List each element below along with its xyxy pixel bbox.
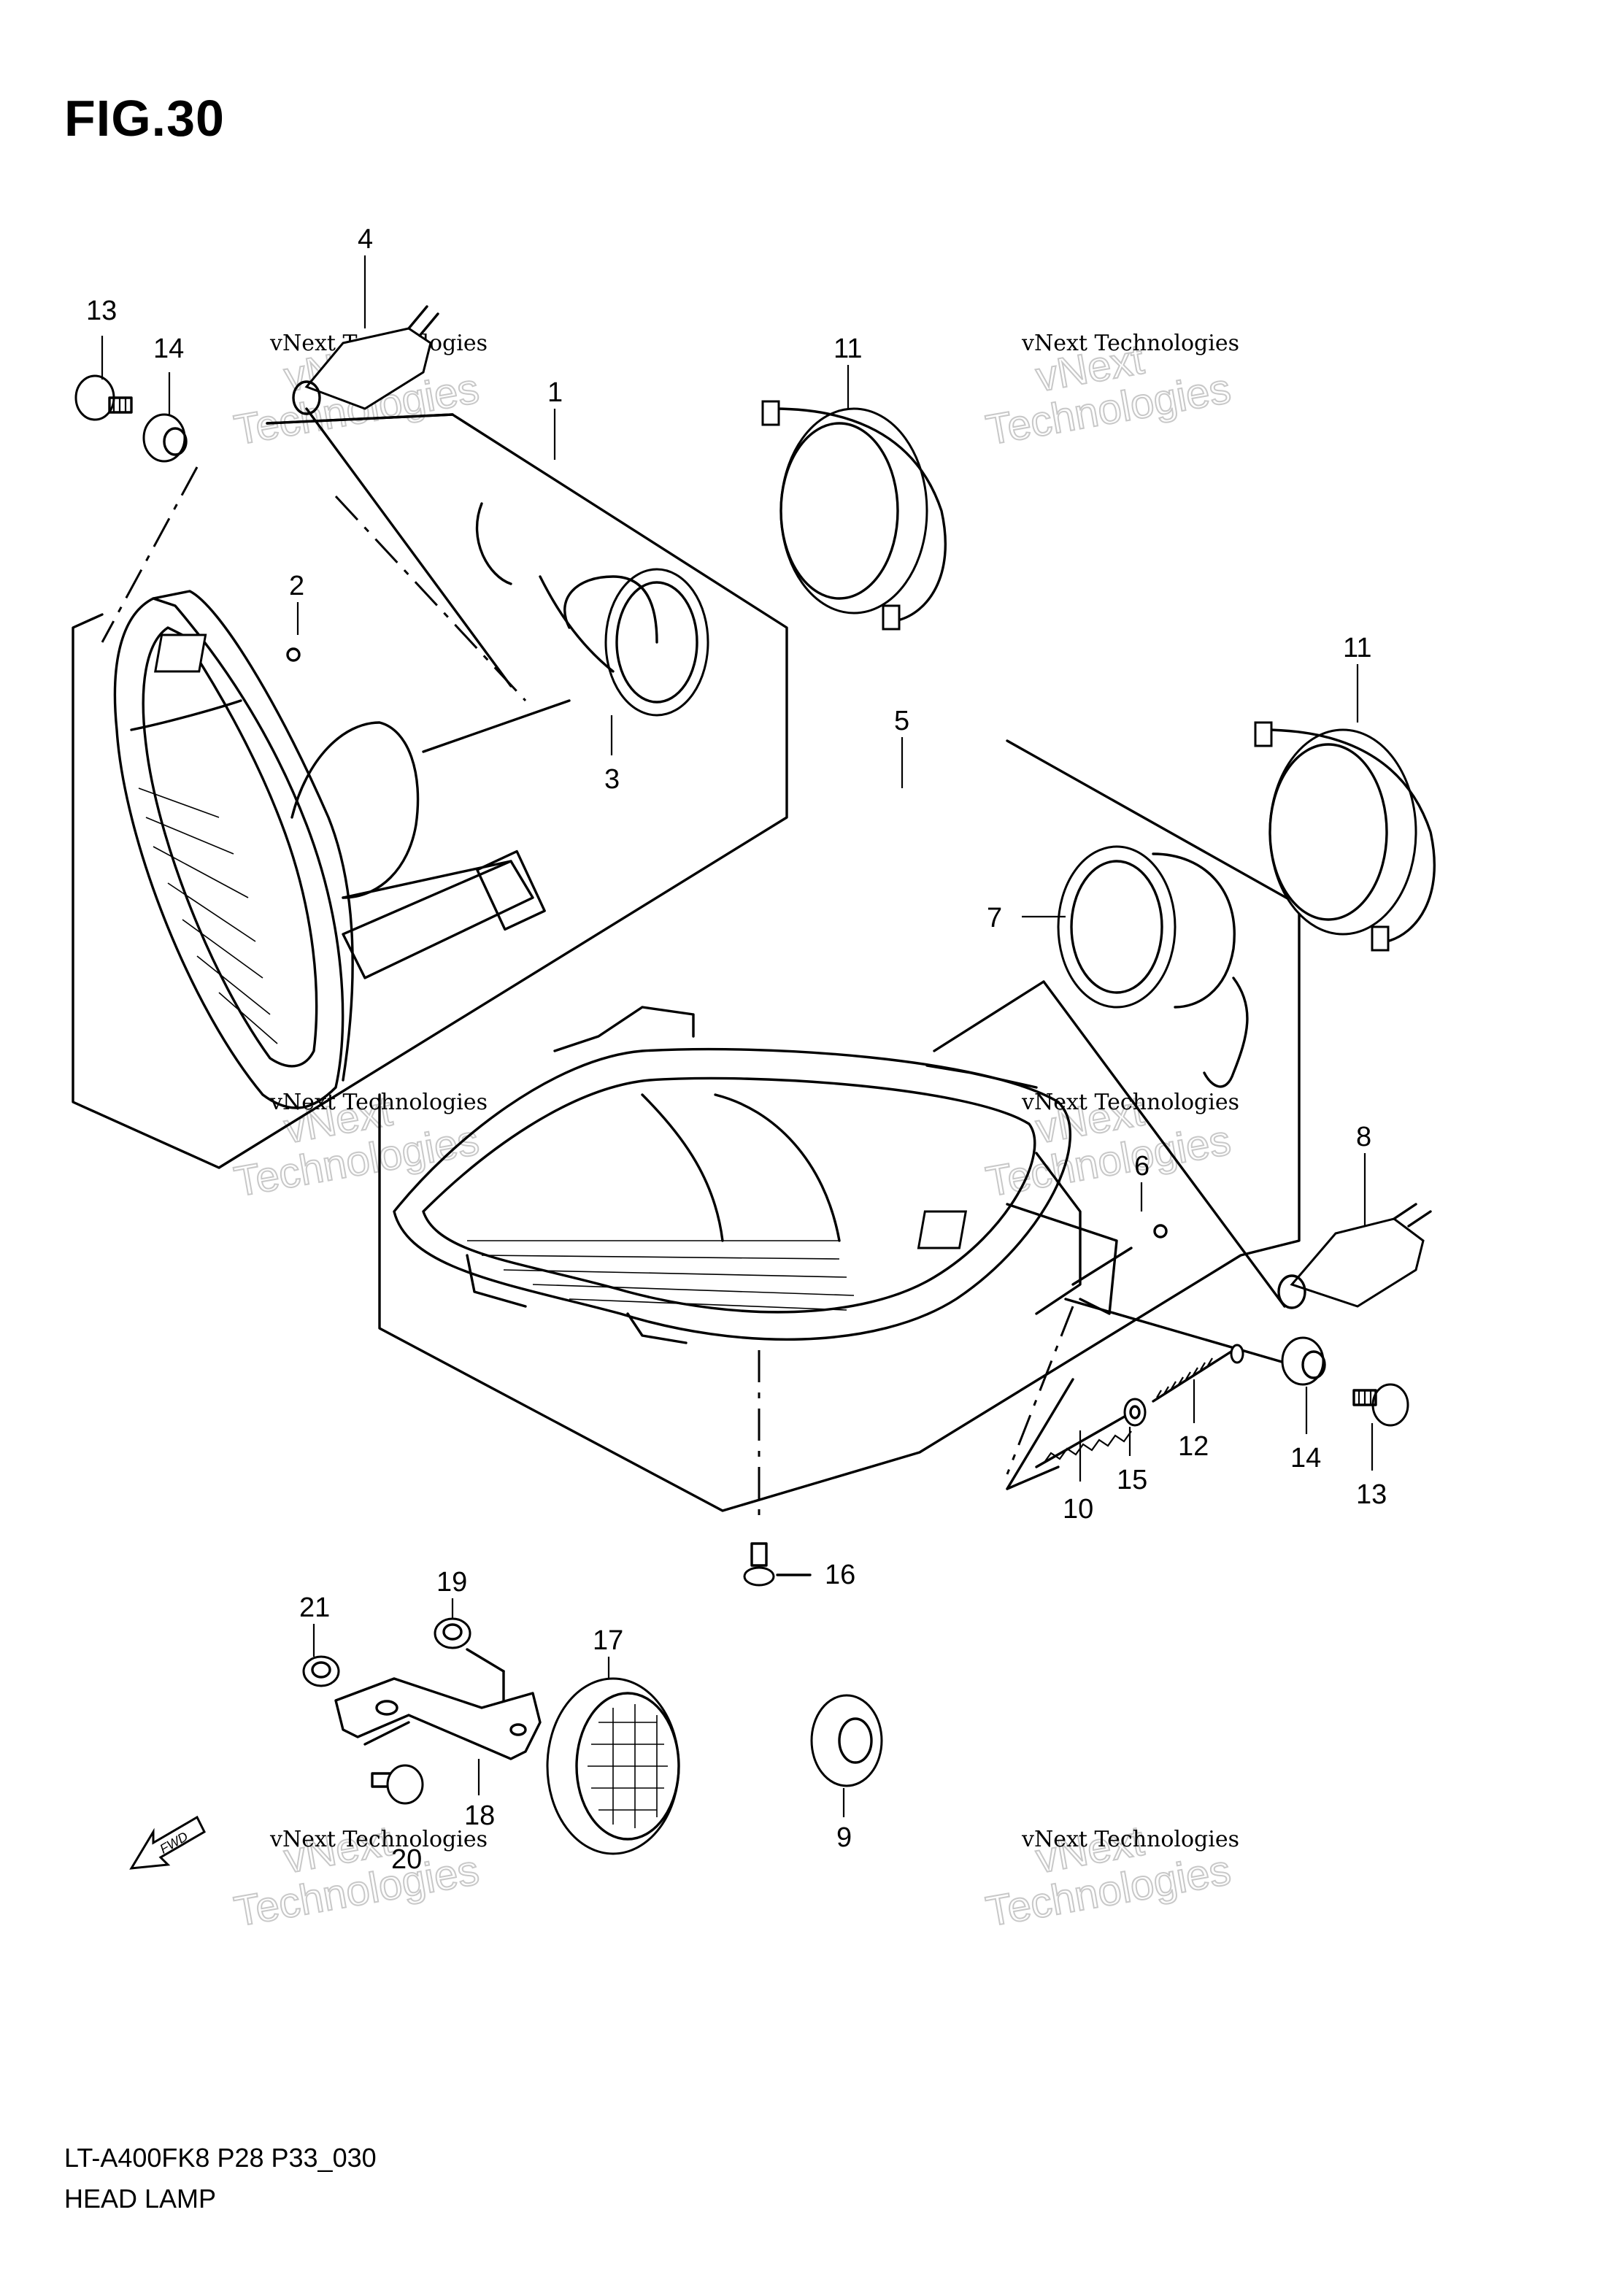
bulb-8 xyxy=(1277,1203,1432,1309)
bulb-socket-7 xyxy=(1057,845,1249,1088)
callout-3: 3 xyxy=(604,764,620,795)
callout-11: 11 xyxy=(1343,633,1371,663)
retaining-ring-11-right xyxy=(1254,721,1436,952)
spring-10 xyxy=(1035,1407,1140,1468)
callout-19: 19 xyxy=(436,1567,467,1598)
callout-9: 9 xyxy=(836,1822,852,1853)
clip-2 xyxy=(154,633,301,673)
bulb-4 xyxy=(292,305,439,415)
screw-16 xyxy=(743,1542,775,1587)
watermark-text: vNext Technologies xyxy=(269,1827,488,1852)
watermark-top-right: vNext Technologies xyxy=(982,335,1235,455)
adjusting-screw-12 xyxy=(1152,1344,1244,1403)
callout-leaders xyxy=(101,255,1374,1817)
watermark-group: vNext Technologies vNext Technologies vN… xyxy=(230,331,1239,1937)
callout-12: 12 xyxy=(1178,1431,1209,1462)
watermark-text: vNext Technologies xyxy=(1021,331,1239,356)
callout-14: 14 xyxy=(153,334,184,364)
callout-4: 4 xyxy=(358,224,373,255)
callout-11: 11 xyxy=(833,334,862,364)
headlamp-housing-5 xyxy=(393,1006,1118,1344)
fwd-arrow-icon: FWD xyxy=(129,1815,206,1870)
lens-hatching-1 xyxy=(138,787,278,1044)
watermark-text: vNext Technologies xyxy=(1021,1090,1239,1115)
grommet-14-top xyxy=(142,413,188,463)
nut-21 xyxy=(302,1655,340,1687)
callout-20: 20 xyxy=(391,1844,422,1875)
figure-title: FIG.30 xyxy=(64,90,225,147)
callout-16: 16 xyxy=(825,1560,855,1590)
clip-6 xyxy=(917,1210,1168,1249)
callout-7: 7 xyxy=(987,903,1002,933)
nut-19 xyxy=(434,1617,471,1649)
model-code: LT-A400FK8 P28 P33_030 xyxy=(64,2143,377,2173)
screw-13-top xyxy=(74,374,133,421)
grommet-9 xyxy=(810,1694,883,1787)
callout-17: 17 xyxy=(593,1625,623,1656)
reflector-hatching xyxy=(588,1704,668,1828)
screw-13-right xyxy=(1352,1383,1409,1427)
watermark-text: vNext Technologies xyxy=(1021,1827,1239,1852)
callout-5: 5 xyxy=(894,706,909,736)
callout-18: 18 xyxy=(464,1800,495,1831)
bolt-20 xyxy=(371,1764,424,1805)
watermark-bottom-right: vNext Technologies xyxy=(982,1817,1235,1937)
callout-13: 13 xyxy=(86,296,117,326)
callout-10: 10 xyxy=(1063,1494,1093,1525)
assembly-frame-1 xyxy=(72,413,788,1169)
diagram-name: HEAD LAMP xyxy=(64,2184,217,2214)
retaining-ring-11-top xyxy=(761,400,947,631)
callout-21: 21 xyxy=(299,1592,330,1623)
callout-6: 6 xyxy=(1134,1151,1150,1182)
callout-14: 14 xyxy=(1290,1443,1321,1473)
bulb-socket-3 xyxy=(475,502,709,717)
callout-1: 1 xyxy=(547,377,563,408)
callout-2: 2 xyxy=(289,571,304,601)
callout-15: 15 xyxy=(1117,1465,1147,1495)
lens-hatching-5 xyxy=(467,1240,855,1311)
washer-15 xyxy=(1123,1398,1147,1427)
callout-13: 13 xyxy=(1356,1479,1387,1510)
reflector-17 xyxy=(546,1677,680,1855)
bracket-18 xyxy=(334,1648,542,1760)
callout-labels: 13 14 4 11 1 2 3 5 11 7 8 6 10 15 12 14 … xyxy=(86,224,1387,1875)
assembly-frame-5 xyxy=(378,739,1301,1512)
headlamp-housing-1 xyxy=(113,590,546,1109)
grommet-14-right xyxy=(1281,1336,1326,1386)
watermark-bottom-left: vNext Technologies xyxy=(230,1817,483,1937)
callout-8: 8 xyxy=(1356,1122,1371,1152)
